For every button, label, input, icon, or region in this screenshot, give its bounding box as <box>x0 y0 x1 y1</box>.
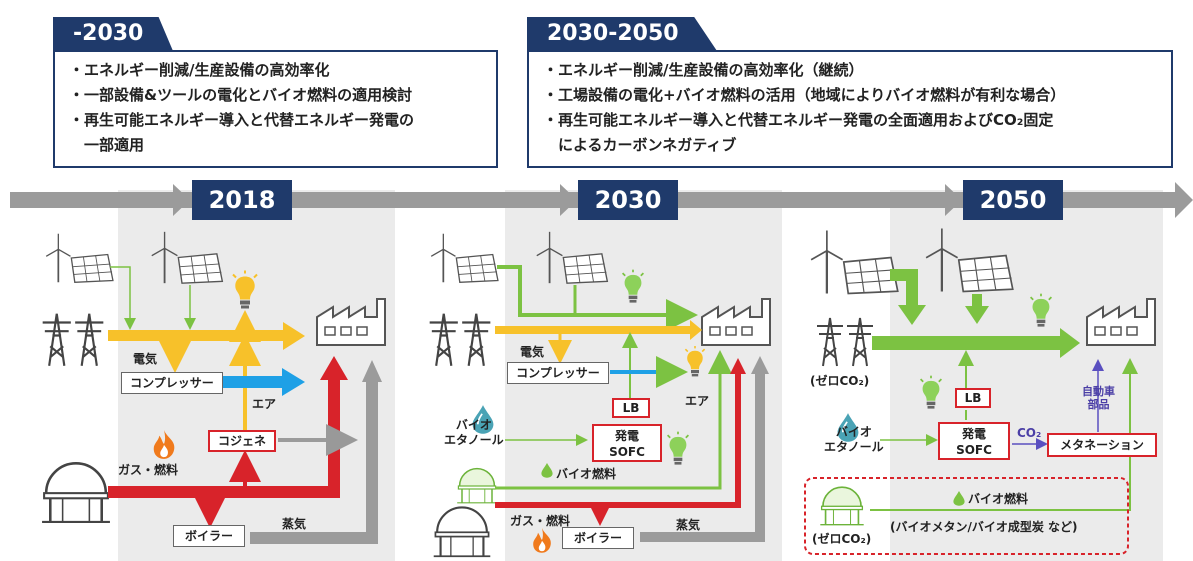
cogeneration-box: コジェネ <box>208 430 276 452</box>
sofc-line2: SOFC <box>956 443 992 457</box>
label-co2: CO₂ <box>1017 426 1042 440</box>
wind-solar-icon <box>535 230 609 285</box>
compressor-box: コンプレッサー <box>507 362 609 384</box>
lightbulb-icon <box>621 268 645 304</box>
phase2-item: によるカーボンネガティブ <box>543 136 737 154</box>
label-auto-parts: 自動車 部品 <box>1082 385 1115 411</box>
sofc-line1: 発電 <box>961 427 986 441</box>
lb-box: LB <box>612 398 650 418</box>
label-air: エア <box>252 397 277 411</box>
label-steam: 蒸気 <box>676 518 701 532</box>
label-zero-co2-tank: (ゼロCO₂) <box>812 532 872 546</box>
bioethanol-line2: エタノール <box>444 433 504 447</box>
label-biofuel: バイオ燃料 <box>556 467 617 481</box>
diagram-2050 <box>541 227 1157 555</box>
auto-line1: 自動車 <box>1082 385 1115 398</box>
phase1-item: ・一部設備&ツールの電化とバイオ燃料の適用検討 <box>69 86 413 104</box>
auto-line2: 部品 <box>1087 398 1110 411</box>
phase2-item: ・再生可能エネルギー導入と代替エネルギー発電の全面適用およびCO₂固定 <box>543 111 1054 129</box>
phase2-panel: ・エネルギー削減/生産設備の高効率化（継続） ・工場設備の電化+バイオ燃料の活用… <box>527 50 1173 168</box>
boiler-box: ボイラー <box>173 525 245 547</box>
lb-box: LB <box>955 388 991 408</box>
flame-icon <box>153 430 175 459</box>
wind-solar-icon <box>810 229 899 295</box>
phase1-panel: ・エネルギー削減/生産設備の高効率化 ・一部設備&ツールの電化とバイオ燃料の適用… <box>53 50 498 168</box>
factory-icon <box>315 297 387 347</box>
bioethanol-line2: エタノール <box>824 440 884 454</box>
sofc-box: 発電 SOFC <box>592 424 662 462</box>
phase2-item: ・工場設備の電化+バイオ燃料の活用（地域によりバイオ燃料が有利な場合） <box>543 86 1066 104</box>
power-pylon-icon <box>816 317 874 367</box>
label-biofuel-note: (バイオメタン/バイオ成型炭 など) <box>890 520 1078 534</box>
power-pylon-icon <box>428 312 492 368</box>
year-2050: 2050 <box>963 180 1063 220</box>
lightbulb-icon <box>919 374 943 410</box>
power-pylon-icon <box>41 312 105 368</box>
bio-tank-icon <box>819 486 865 526</box>
phase2-item: ・エネルギー削減/生産設備の高効率化（継続） <box>543 61 864 79</box>
phase1-item: ・エネルギー削減/生産設備の高効率化 <box>69 61 330 79</box>
lightbulb-icon <box>231 269 259 310</box>
label-gas-fuel: ガス・燃料 <box>118 463 179 477</box>
lightbulb-icon <box>666 430 690 466</box>
wind-solar-icon <box>925 227 1014 293</box>
phase1-item: ・再生可能エネルギー導入と代替エネルギー発電の <box>69 111 415 129</box>
bioethanol-line1: バイオ <box>835 425 872 439</box>
label-bioethanol: バイオ エタノール <box>444 418 504 448</box>
bio-leaf-icon <box>541 463 553 478</box>
wind-solar-icon <box>150 230 224 285</box>
lightbulb-icon <box>1029 292 1053 328</box>
bio-leaf-icon <box>953 491 965 506</box>
label-bioethanol: バイオ エタノール <box>824 425 884 455</box>
factory-icon <box>700 297 772 347</box>
label-gas-fuel: ガス・燃料 <box>510 514 571 528</box>
sofc-line1: 発電 <box>614 429 639 443</box>
phase2-tab: 2030-2050 <box>527 17 717 51</box>
bioethanol-line1: バイオ <box>455 418 492 432</box>
label-biofuel: バイオ燃料 <box>968 492 1029 506</box>
label-zero-co2-grid: (ゼロCO₂) <box>810 374 870 388</box>
sofc-line2: SOFC <box>609 445 645 459</box>
wind-solar-icon <box>430 232 499 284</box>
diagram-2018 <box>40 230 387 544</box>
flame-icon <box>533 528 551 553</box>
label-electricity: 電気 <box>520 345 545 359</box>
gas-tank-icon <box>432 506 492 558</box>
label-electricity: 電気 <box>133 352 158 366</box>
year-2018: 2018 <box>192 180 292 220</box>
diagram-2030 <box>428 230 772 558</box>
phase1-item: 一部適用 <box>69 136 145 154</box>
methanation-box: メタネーション <box>1047 433 1157 457</box>
label-steam: 蒸気 <box>282 517 307 531</box>
label-air: エア <box>685 394 710 408</box>
factory-icon <box>1085 297 1157 347</box>
year-2030: 2030 <box>578 180 678 220</box>
gas-tank-icon <box>40 461 112 524</box>
wind-solar-icon <box>45 232 114 284</box>
sofc-box: 発電 SOFC <box>938 422 1010 460</box>
bio-tank-icon <box>456 467 498 504</box>
boiler-box: ボイラー <box>562 527 634 549</box>
lightbulb-icon <box>684 345 706 378</box>
phase1-tab: -2030 <box>53 17 173 51</box>
compressor-box: コンプレッサー <box>121 372 223 394</box>
